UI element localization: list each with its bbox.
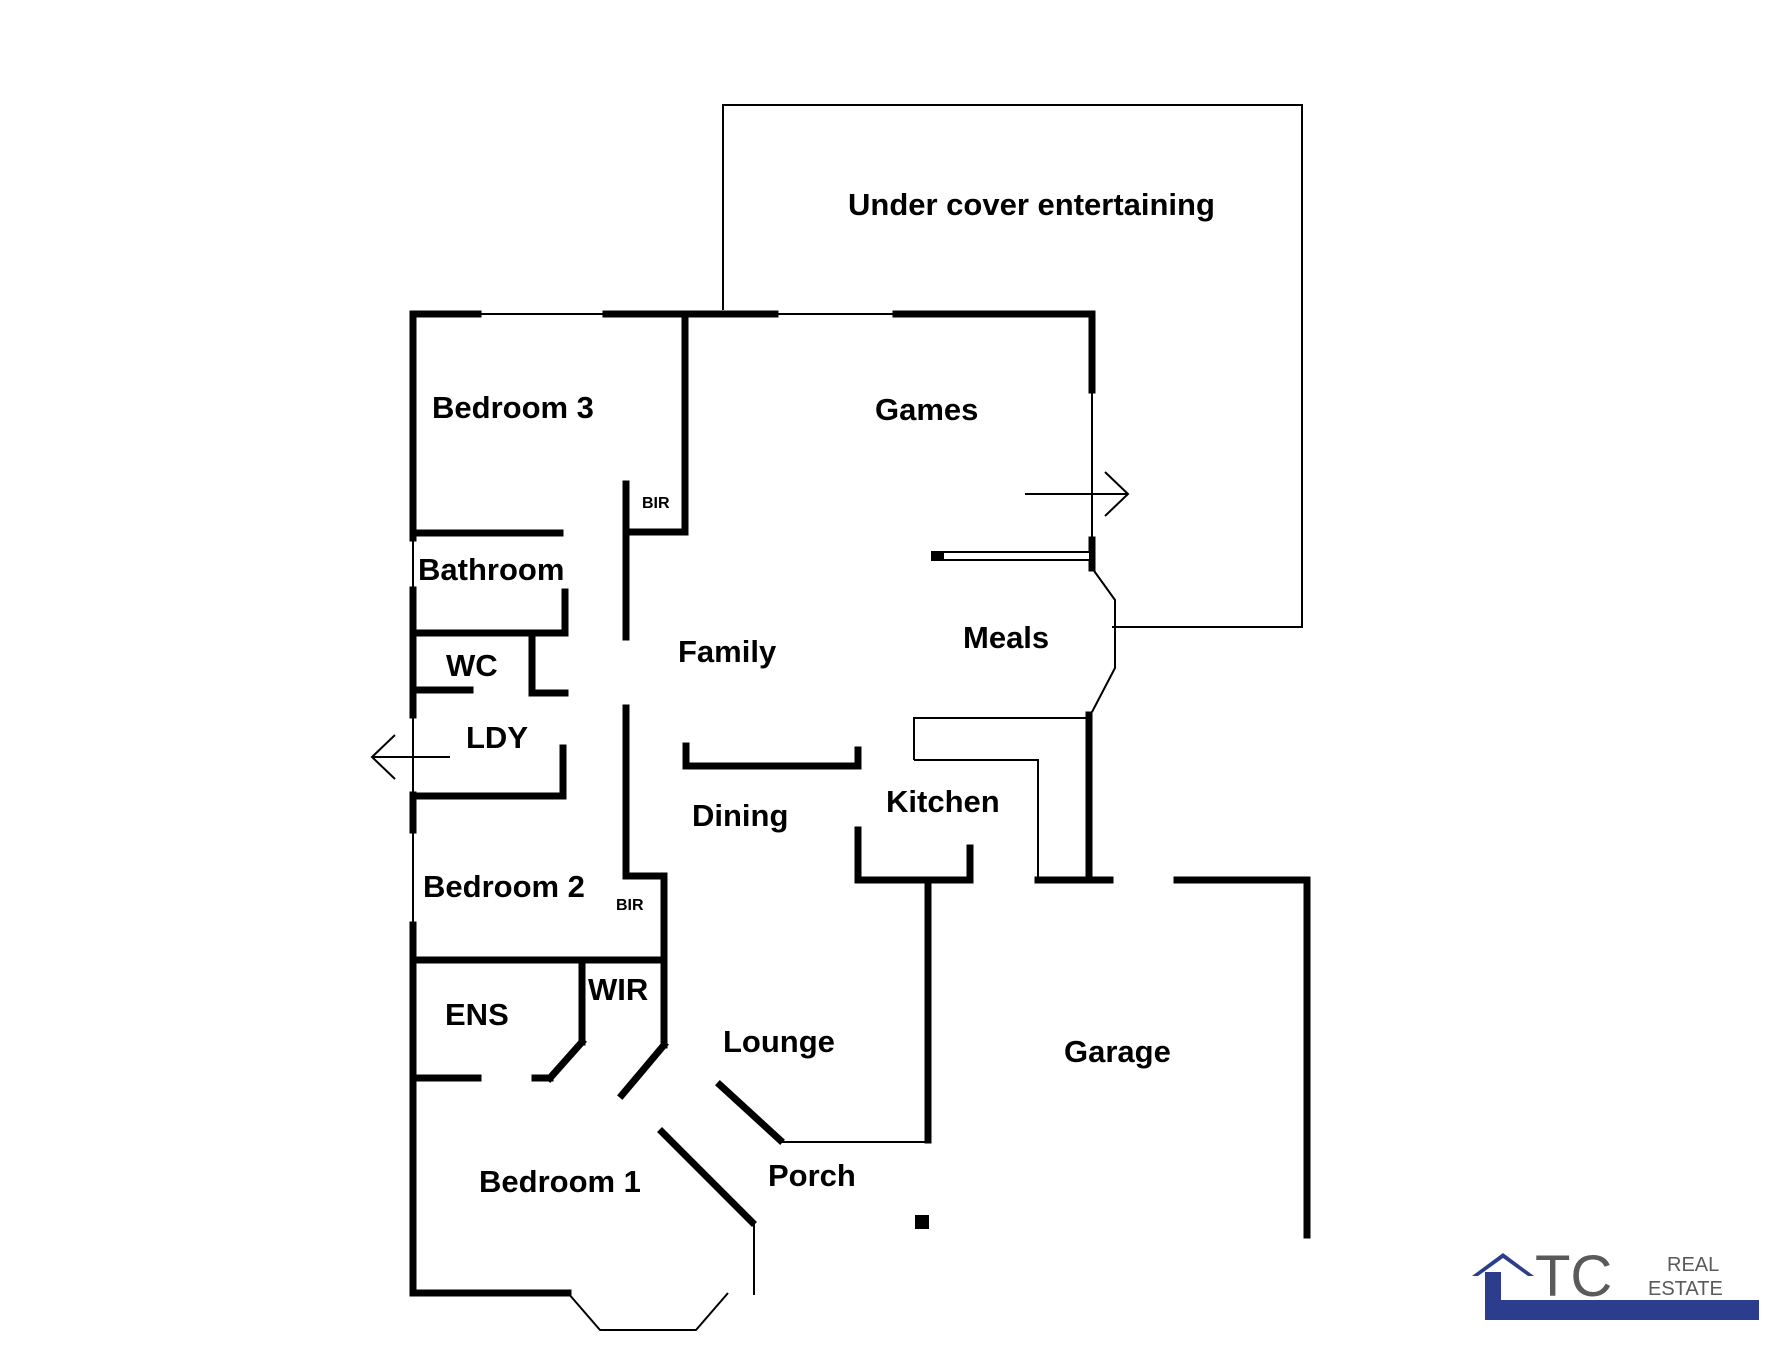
walls [409,310,1311,1331]
label-lounge: Lounge [723,1024,835,1059]
label-meals: Meals [963,620,1049,655]
label-garage: Garage [1064,1034,1171,1069]
label-bedroom-3: Bedroom 3 [432,390,594,425]
label-bathroom: Bathroom [418,552,564,587]
logo-word-estate: ESTATE [1648,1278,1723,1300]
label-porch: Porch [768,1158,856,1193]
label-bedroom-2: Bedroom 2 [423,869,585,904]
logo-base [1485,1300,1759,1320]
sliding-door [931,551,1091,561]
arrow-right-icon [1025,471,1130,517]
house-roof-icon [1472,1253,1534,1276]
label-ldy: LDY [466,720,528,755]
label-bir-bottom: BIR [616,897,644,914]
label-ens: ENS [445,997,509,1032]
label-bedroom-1: Bedroom 1 [479,1164,641,1199]
label-dining: Dining [692,798,788,833]
label-under-cover: Under cover entertaining [848,187,1215,222]
logo-initials: TC [1535,1244,1612,1309]
label-bir-top: BIR [642,495,670,512]
logo-post [1485,1272,1501,1302]
logo-word-real: REAL [1667,1254,1719,1276]
arrow-left-icon [370,734,450,780]
tc-real-estate-logo: TC REAL ESTATE [1472,1244,1759,1320]
label-family: Family [678,634,777,669]
label-wc: WC [446,648,498,683]
label-games: Games [875,392,978,427]
label-kitchen: Kitchen [886,784,1000,819]
label-wir: WIR [588,972,648,1007]
under-cover-outline [722,104,1303,628]
